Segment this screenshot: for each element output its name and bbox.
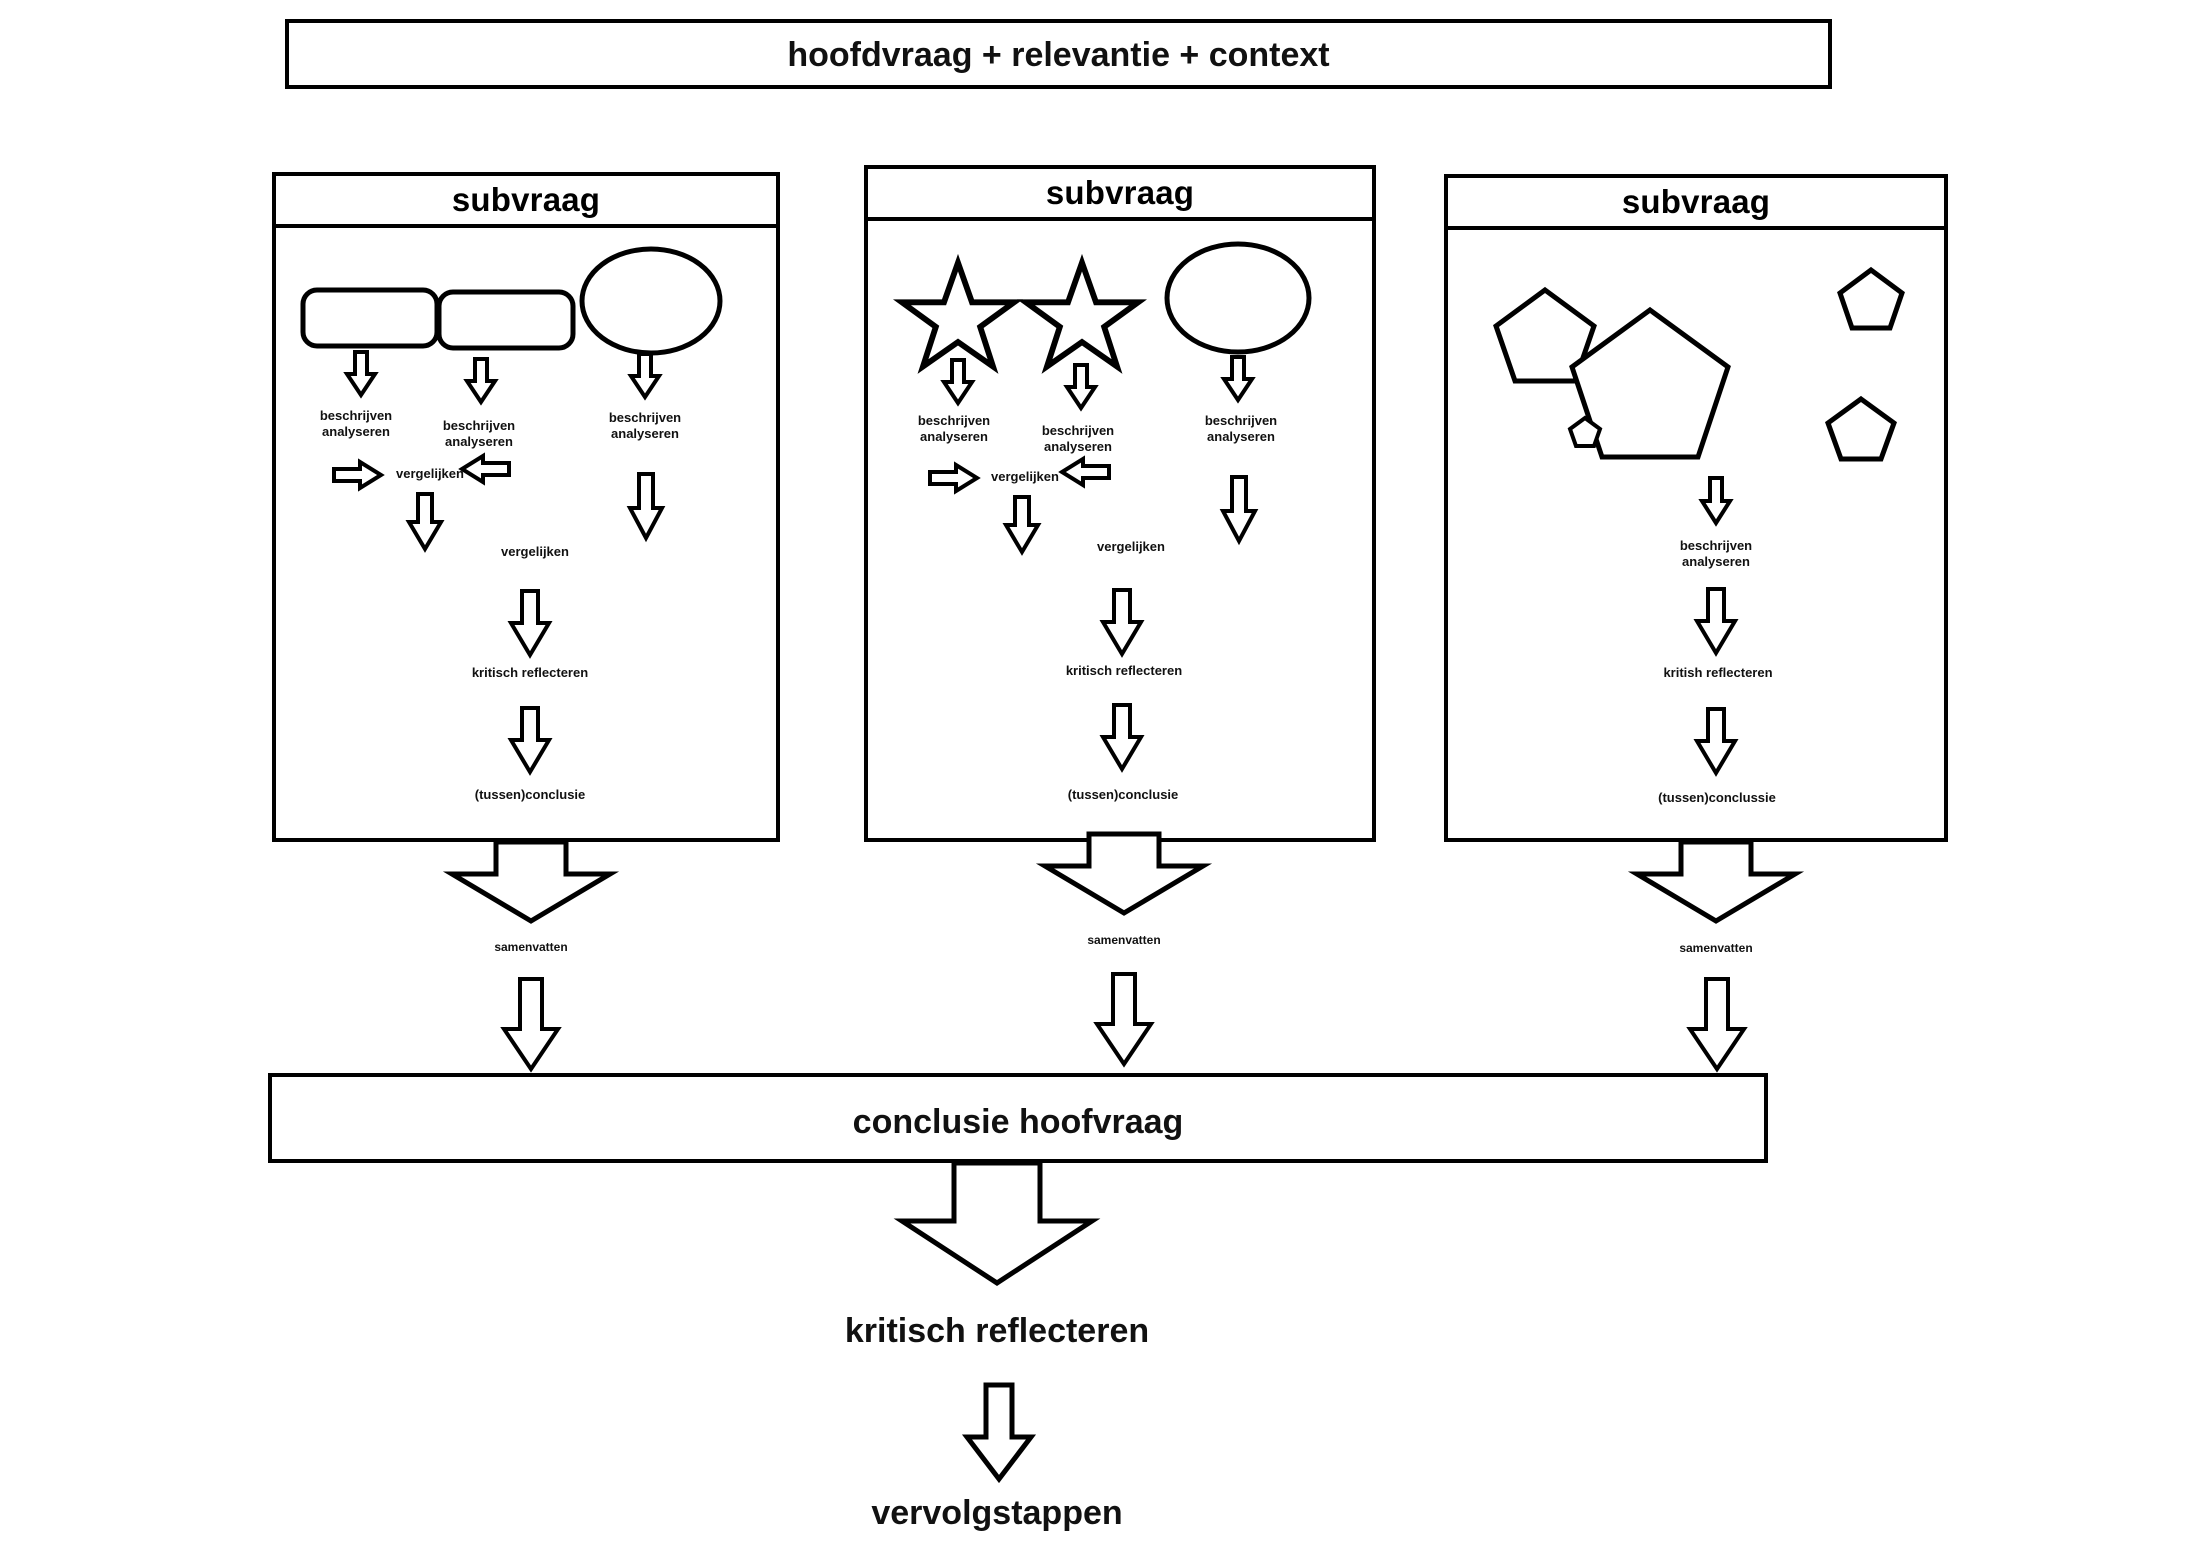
to-conclusion-arrow-2	[1093, 972, 1155, 1068]
to-conclusion-arrow-3	[1686, 977, 1748, 1073]
left-arrow-2	[1058, 455, 1111, 489]
right-arrow-1	[332, 458, 385, 492]
analyse-label-2c: beschrijven analyseren	[1204, 413, 1278, 445]
down-arrow-1a	[343, 350, 379, 399]
down-arrow-1g	[507, 706, 553, 776]
down-arrow-2a	[940, 358, 976, 407]
tussenconclusie-label-3: (tussen)conclussie	[1658, 790, 1776, 805]
down-arrow-3c	[1693, 707, 1739, 777]
hoofdvraag-box	[285, 19, 1832, 89]
final-reflect-arrow	[892, 1160, 1102, 1287]
conclusie-hoofvraag-label: conclusie hoofvraag	[852, 1103, 1184, 1141]
analyse-label-2b: beschrijven analyseren	[1041, 423, 1115, 455]
vergelijken-label-1-lower: vergelijken	[501, 544, 569, 559]
vervolgstappen-label: vervolgstappen	[871, 1494, 1123, 1532]
left-arrow-1	[458, 452, 511, 486]
samenvatten-label-2: samenvatten	[1087, 933, 1161, 947]
tussenconclusie-label-2: (tussen)conclusie	[1067, 787, 1179, 802]
to-conclusion-arrow-1	[500, 977, 562, 1073]
subvraag-header-label-2: subvraag	[1045, 174, 1195, 211]
hoofdvraag-label: hoofdvraag + relevantie + context	[787, 36, 1330, 74]
down-arrow-1d	[405, 492, 445, 553]
vergelijken-label-2-inline: vergelijken	[991, 469, 1059, 484]
pentagon-shape-3b	[1565, 304, 1735, 464]
down-arrow-2d	[1002, 495, 1042, 556]
summarize-arrow-2	[1035, 831, 1213, 916]
ellipse-shape-2	[1162, 240, 1314, 356]
subvraag-header-label-3: subvraag	[1621, 183, 1771, 220]
final-kritisch-reflecteren-label: kritisch reflecteren	[844, 1312, 1150, 1350]
kritisch-reflecteren-label-1: kritisch reflecteren	[471, 665, 589, 680]
down-arrow-1f	[507, 589, 553, 659]
down-arrow-2c	[1220, 355, 1256, 404]
down-arrow-2e	[1219, 475, 1259, 546]
pentagon-shape-3e	[1567, 415, 1603, 449]
down-arrow-3b	[1693, 587, 1739, 657]
down-arrow-1b	[463, 357, 499, 406]
analyse-label-3a: beschrijven analyseren	[1679, 538, 1753, 570]
down-arrow-1c	[627, 352, 663, 401]
analyse-label-2a: beschrijven analyseren	[917, 413, 991, 445]
vergelijken-label-2-lower: vergelijken	[1097, 539, 1165, 554]
star-shape-2a	[892, 253, 1024, 374]
kritisch-reflecteren-label-2: kritisch reflecteren	[1065, 663, 1183, 678]
analyse-label-1b: beschrijven analyseren	[442, 418, 516, 450]
pentagon-shape-3d	[1824, 395, 1898, 463]
subvraag-header-2: subvraag	[864, 165, 1376, 221]
rounded-rectangle-shape-1b	[436, 289, 576, 351]
summarize-arrow-3	[1627, 839, 1805, 924]
final-step-arrow	[961, 1382, 1037, 1484]
kritisch-reflecteren-label-3: kritish reflecteren	[1663, 665, 1773, 680]
right-arrow-2	[928, 461, 981, 495]
pentagon-shape-3a	[1490, 285, 1600, 385]
rounded-rectangle-shape-1a	[300, 287, 440, 349]
subvraag-header-1: subvraag	[272, 172, 780, 228]
summarize-arrow-1	[442, 839, 620, 924]
star-shape-2b	[1016, 253, 1148, 374]
tussenconclusie-label-1: (tussen)conclusie	[474, 787, 586, 802]
pentagon-shape-3c	[1836, 266, 1906, 332]
down-arrow-2g	[1099, 703, 1145, 773]
down-arrow-1e	[626, 472, 666, 543]
samenvatten-label-3: samenvatten	[1679, 941, 1753, 955]
subvraag-header-3: subvraag	[1444, 174, 1948, 230]
vergelijken-label-1-inline: vergelijken	[396, 466, 464, 481]
ellipse-shape-1	[578, 245, 724, 357]
subvraag-header-label-1: subvraag	[451, 181, 601, 218]
analyse-label-1c: beschrijven analyseren	[608, 410, 682, 442]
down-arrow-2b	[1063, 363, 1099, 412]
samenvatten-label-1: samenvatten	[494, 940, 568, 954]
down-arrow-2f	[1099, 588, 1145, 658]
down-arrow-3a	[1698, 476, 1734, 527]
analyse-label-1a: beschrijven analyseren	[319, 408, 393, 440]
